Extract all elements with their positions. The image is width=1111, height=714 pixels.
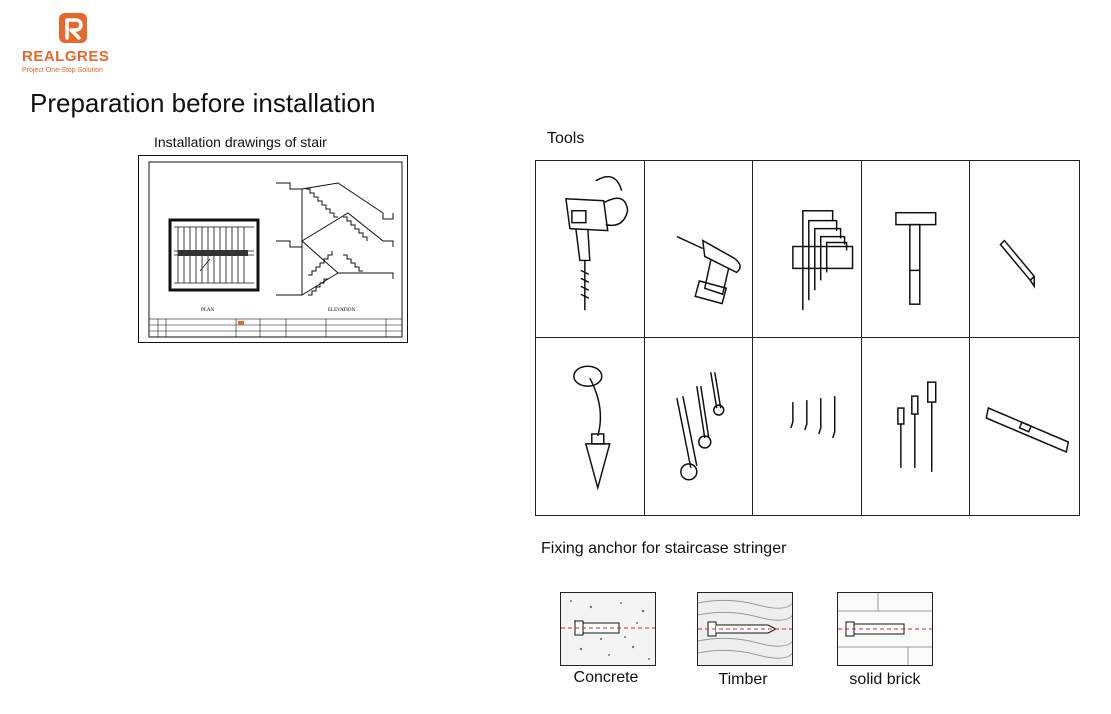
- brick-anchor-icon: [837, 592, 933, 666]
- marker-pen-icon: [970, 161, 1079, 338]
- anchor-label-solid-brick: solid brick: [849, 671, 921, 688]
- concrete-anchor-icon: [560, 592, 656, 666]
- brand-name: REALGRES: [22, 48, 110, 65]
- brand-tagline: Project One-Stop Solution: [22, 67, 103, 74]
- anchor-caption: Fixing anchor for staircase stringer: [541, 540, 787, 557]
- masonry-drill-bits-icon: [862, 338, 971, 515]
- small-drill-bits-icon: [753, 338, 862, 515]
- stair-installation-drawing: PLAN ELEVATION: [138, 155, 408, 343]
- stair-drawing-caption: Installation drawings of stair: [154, 134, 327, 150]
- cordless-drill-icon: [644, 161, 754, 338]
- anchor-label-timber: Timber: [718, 671, 768, 688]
- hammer-icon: [861, 161, 971, 338]
- elevation-label: ELEVATION: [328, 308, 356, 313]
- spirit-level-icon: [970, 338, 1079, 515]
- wrenches-icon: [645, 338, 754, 515]
- tools-grid: [535, 160, 1080, 516]
- tools-caption: Tools: [547, 130, 585, 147]
- timber-screw-icon: [697, 592, 793, 666]
- page-title: Preparation before installation: [30, 88, 376, 118]
- plan-label: PLAN: [201, 308, 214, 313]
- hex-key-set-icon: [753, 161, 862, 338]
- anchor-label-concrete: Concrete: [573, 669, 639, 686]
- realgres-logo-icon: [58, 12, 88, 44]
- hammer-drill-icon: [536, 161, 645, 338]
- plumb-bob-icon: [536, 338, 645, 515]
